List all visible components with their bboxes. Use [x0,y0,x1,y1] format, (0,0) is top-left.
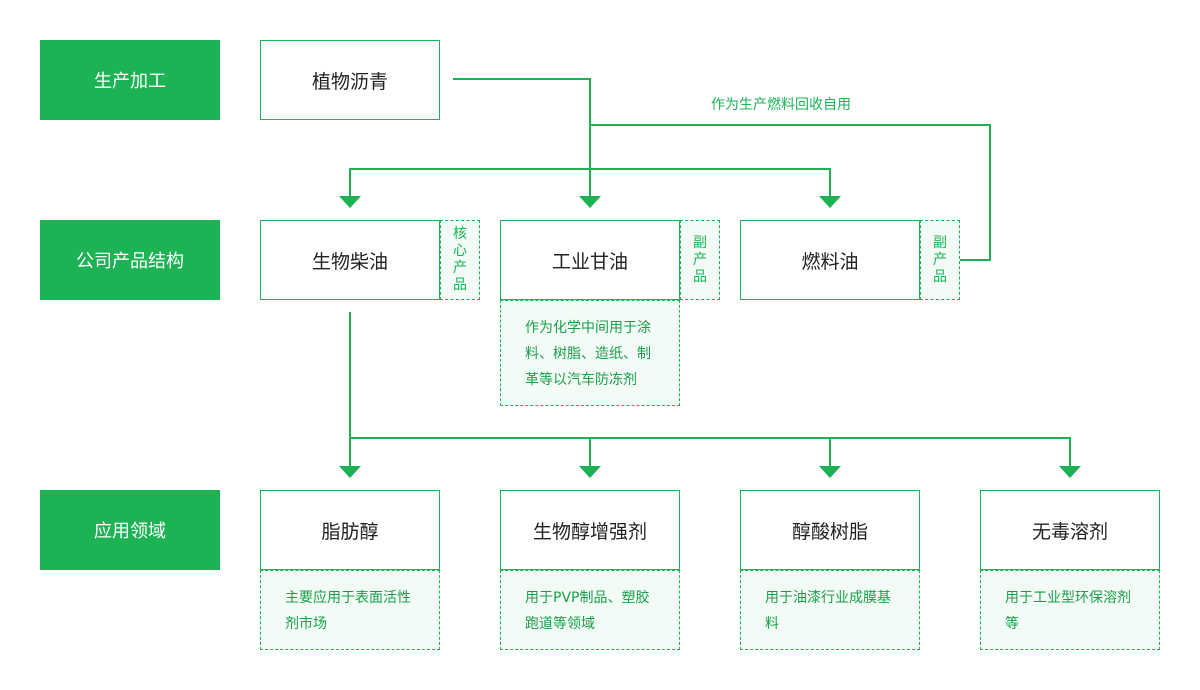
fuel-oil-box: 燃料油 [740,220,920,300]
biodiesel-box: 生物柴油 [260,220,440,300]
application-solvent-note: 用于工业型环保溶剂等 [980,570,1160,650]
application-alkyd-resin-note: 用于油漆行业成膜基料 [740,570,920,650]
arrow-solvent [1059,466,1081,478]
arrow-fuel-oil [819,196,841,208]
row-label-application: 应用领域 [40,490,220,570]
glycerin-tag: 副产品 [680,220,720,300]
application-bio-alcohol: 生物醇增强剂 [500,490,680,570]
glycerin-box: 工业甘油 [500,220,680,300]
biodiesel-tag: 核心产品 [440,220,480,300]
fuel-oil-tag: 副产品 [920,220,960,300]
application-bio-alcohol-note: 用于PVP制品、塑胶跑道等领域 [500,570,680,650]
application-fatty-alcohol-note: 主要应用于表面活性剂市场 [260,570,440,650]
arrow-fatty-alcohol [339,466,361,478]
recycle-label: 作为生产燃料回收自用 [711,97,851,113]
line-recycle [590,124,991,261]
line-asphalt-down [453,78,591,198]
line-application-distribution [349,437,1071,468]
line-product-distribution [349,168,831,198]
application-fatty-alcohol: 脂肪醇 [260,490,440,570]
asphalt-box: 植物沥青 [260,40,440,120]
application-solvent: 无毒溶剂 [980,490,1160,570]
arrow-alkyd-resin [819,466,841,478]
glycerin-note: 作为化学中间用于涂料、树脂、造纸、制革等以汽车防冻剂 [500,300,680,406]
row-label-production: 生产加工 [40,40,220,120]
arrow-bio-alcohol [579,466,601,478]
arrow-biodiesel [339,196,361,208]
row-label-structure: 公司产品结构 [40,220,220,300]
application-alkyd-resin: 醇酸树脂 [740,490,920,570]
arrow-glycerin [579,196,601,208]
